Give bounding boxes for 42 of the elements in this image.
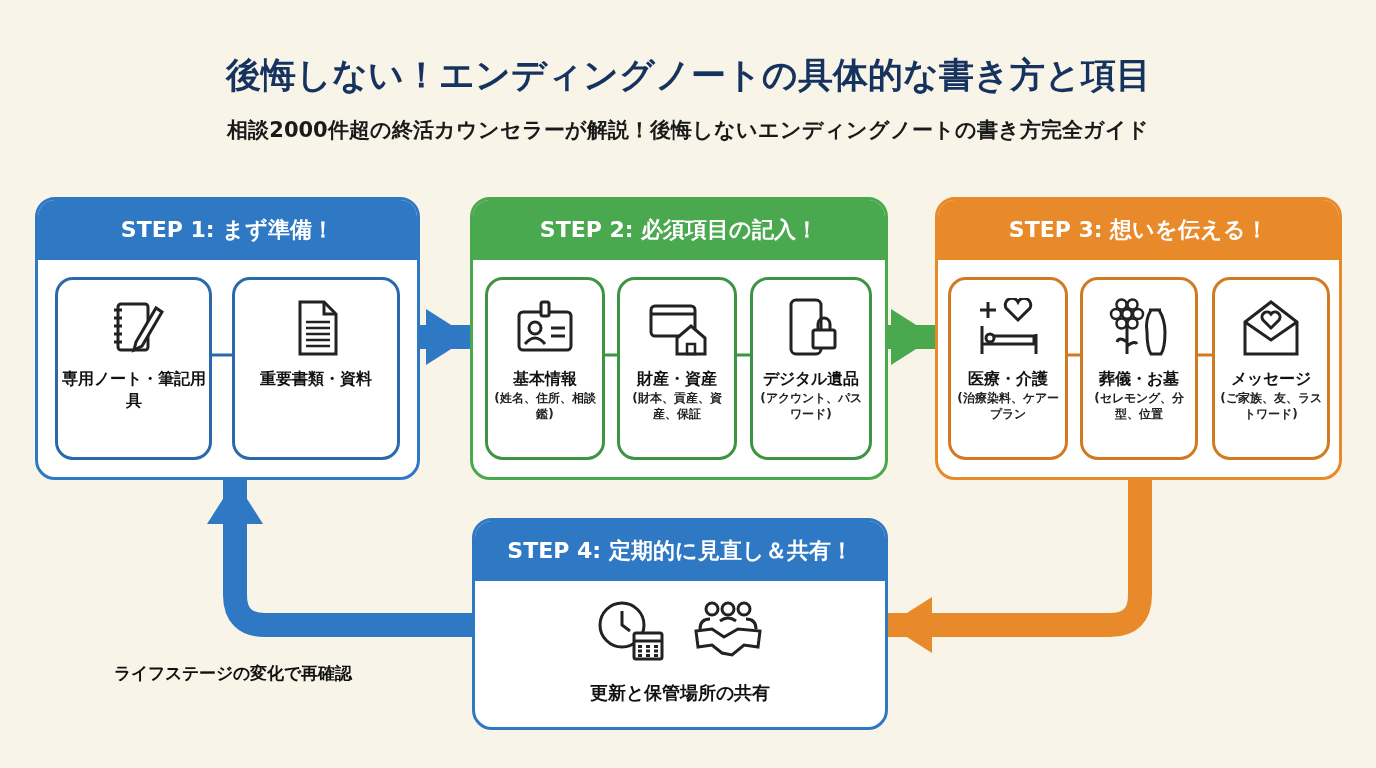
- item-title: 財産・資産: [637, 368, 717, 390]
- item-title: 医療・介護: [968, 368, 1048, 390]
- arrow: [420, 309, 470, 365]
- item-card: [617, 277, 737, 460]
- step-text: 更新と保管場所の共有: [589, 681, 771, 705]
- item-title: 基本情報: [513, 368, 577, 390]
- step-panel: [470, 197, 888, 480]
- item-detail: (セレモング、分型、位置: [1093, 389, 1185, 422]
- item-title: デジタル遺品: [763, 368, 859, 390]
- item-title: 重要書類・資料: [260, 368, 372, 390]
- item-title: 専用ノート・筆記用具: [60, 368, 207, 412]
- step-panel: [472, 518, 888, 730]
- step-panel: [935, 197, 1342, 480]
- item-detail: (ご家族、友、ラストワード): [1219, 389, 1323, 422]
- item-detail: (姓名、住所、相談鑑): [493, 389, 597, 422]
- header-band: STEP 3: 想いを伝える！: [938, 200, 1339, 260]
- connector-line: [1198, 353, 1212, 357]
- item-card: [485, 277, 605, 460]
- arrow: [888, 309, 935, 365]
- item-title: 葬儀・お墓: [1099, 368, 1179, 390]
- step-panel: [35, 197, 420, 480]
- arrow: [888, 480, 1152, 653]
- item-card: [750, 277, 872, 460]
- item-card: [948, 277, 1068, 460]
- connector-line: [737, 353, 750, 357]
- title: 後悔しない！エンディングノートの具体的な書き方と項目: [224, 54, 1152, 97]
- item-card: [1212, 277, 1330, 460]
- connector-line: [605, 353, 617, 357]
- item-card: [232, 277, 400, 460]
- arrow: [207, 480, 472, 637]
- subtitle: 相談2000件超の終活カウンセラーが解説！後悔しないエンディングノートの書き方完全ガイド: [225, 117, 1150, 144]
- item-card: [55, 277, 212, 460]
- connector-line: [212, 353, 232, 357]
- connector-line: [1068, 353, 1080, 357]
- item-detail: (治療染料、ケアープラン: [956, 389, 1060, 422]
- item-detail: (財本、貢産、資産、保証: [631, 389, 723, 422]
- item-title: メッセージ: [1231, 368, 1311, 390]
- header-band: STEP 2: 必須項目の記入！: [473, 200, 885, 260]
- item-card: [1080, 277, 1198, 460]
- header-band: STEP 4: 定期的に見直し＆共有！: [475, 521, 885, 581]
- header-band: STEP 1: まず準備！: [38, 200, 417, 260]
- item-detail: (アクウント、パスワード): [759, 389, 863, 422]
